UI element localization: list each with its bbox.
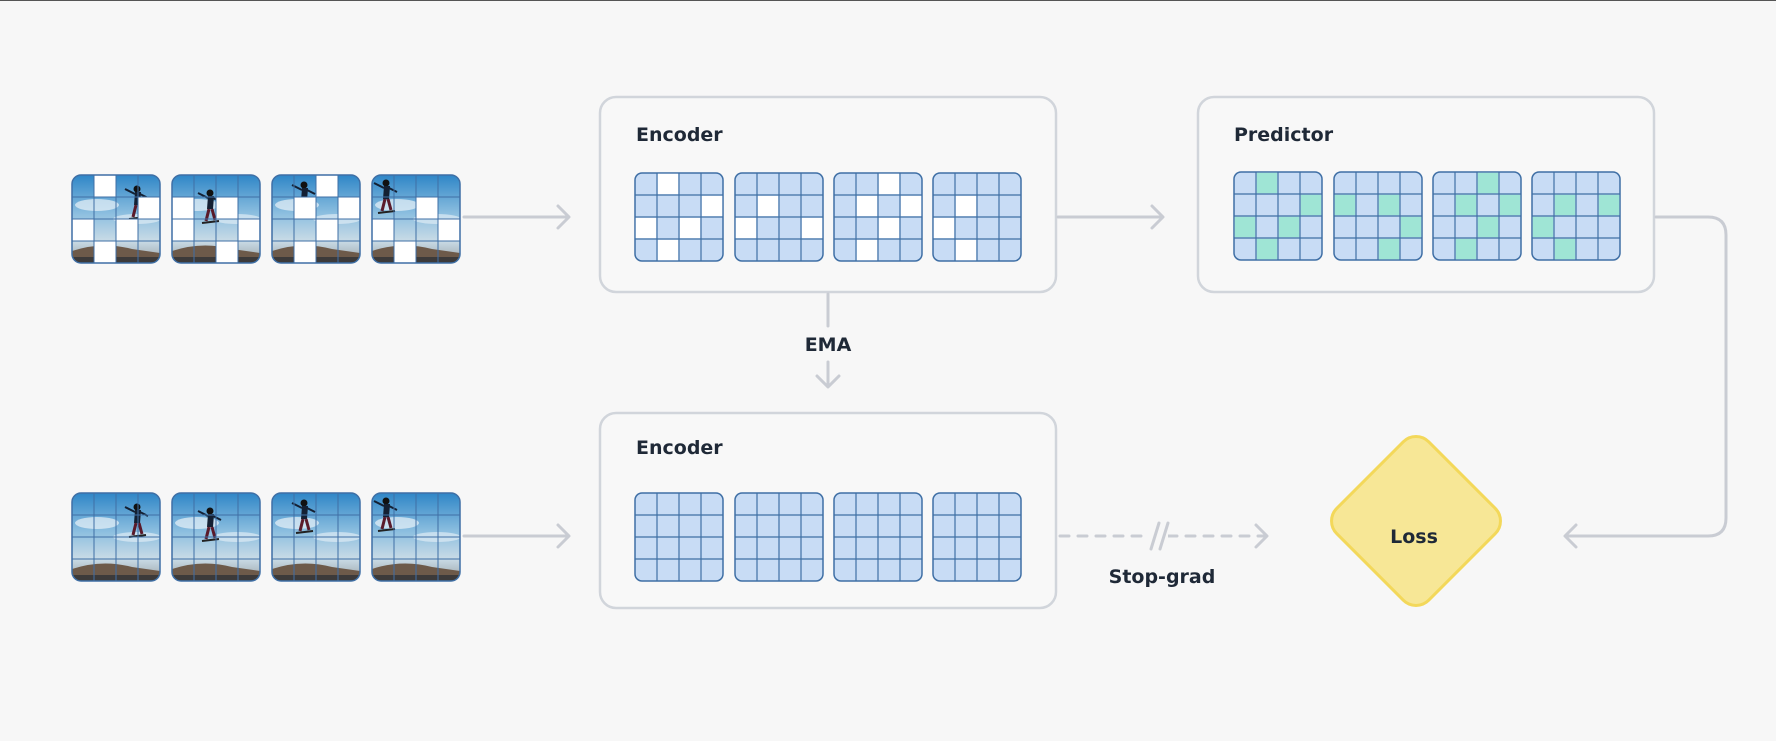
context-token-grid [634,172,724,262]
context-token-grid [734,172,824,262]
predicted-token-grid [1432,171,1522,261]
target-encoder-tokens [634,492,1022,582]
masked-frame [71,174,161,264]
predicted-token-grid [1333,171,1423,261]
masked-frame [171,174,261,264]
target-frame [371,492,461,582]
target-token-grid [932,492,1022,582]
stop-grad-break-icon [1148,520,1170,552]
target-token-grid [634,492,724,582]
predictor-tokens [1233,171,1621,261]
target-token-grid [833,492,923,582]
context-encoder-label: Encoder [636,124,723,146]
target-frame [71,492,161,582]
ema-arrow [815,292,841,389]
predicted-token-grid [1531,171,1621,261]
masked-frame [271,174,361,264]
target-video-frames [71,492,461,582]
frames-to-encoder-arrow-bottom [462,523,571,549]
context-encoder-tokens [634,172,1022,262]
masked-video-frames [71,174,461,264]
predictor-label: Predictor [1234,124,1334,146]
stop-grad-arrow [1058,523,1269,549]
frames-to-encoder-arrow-top [462,204,571,230]
masked-frame [371,174,461,264]
target-token-grid [734,492,824,582]
loss-diamond [1330,435,1502,607]
stop-grad-label: Stop-grad [1109,566,1216,588]
encoder-to-predictor-arrow [1056,204,1165,230]
ema-label: EMA [805,334,852,356]
context-token-grid [833,172,923,262]
predictor-to-loss-arrow [1563,215,1728,549]
target-frame [271,492,361,582]
loss-label: Loss [1390,526,1438,548]
context-token-grid [932,172,1022,262]
target-encoder-label: Encoder [636,437,723,459]
predicted-token-grid [1233,171,1323,261]
target-frame [171,492,261,582]
